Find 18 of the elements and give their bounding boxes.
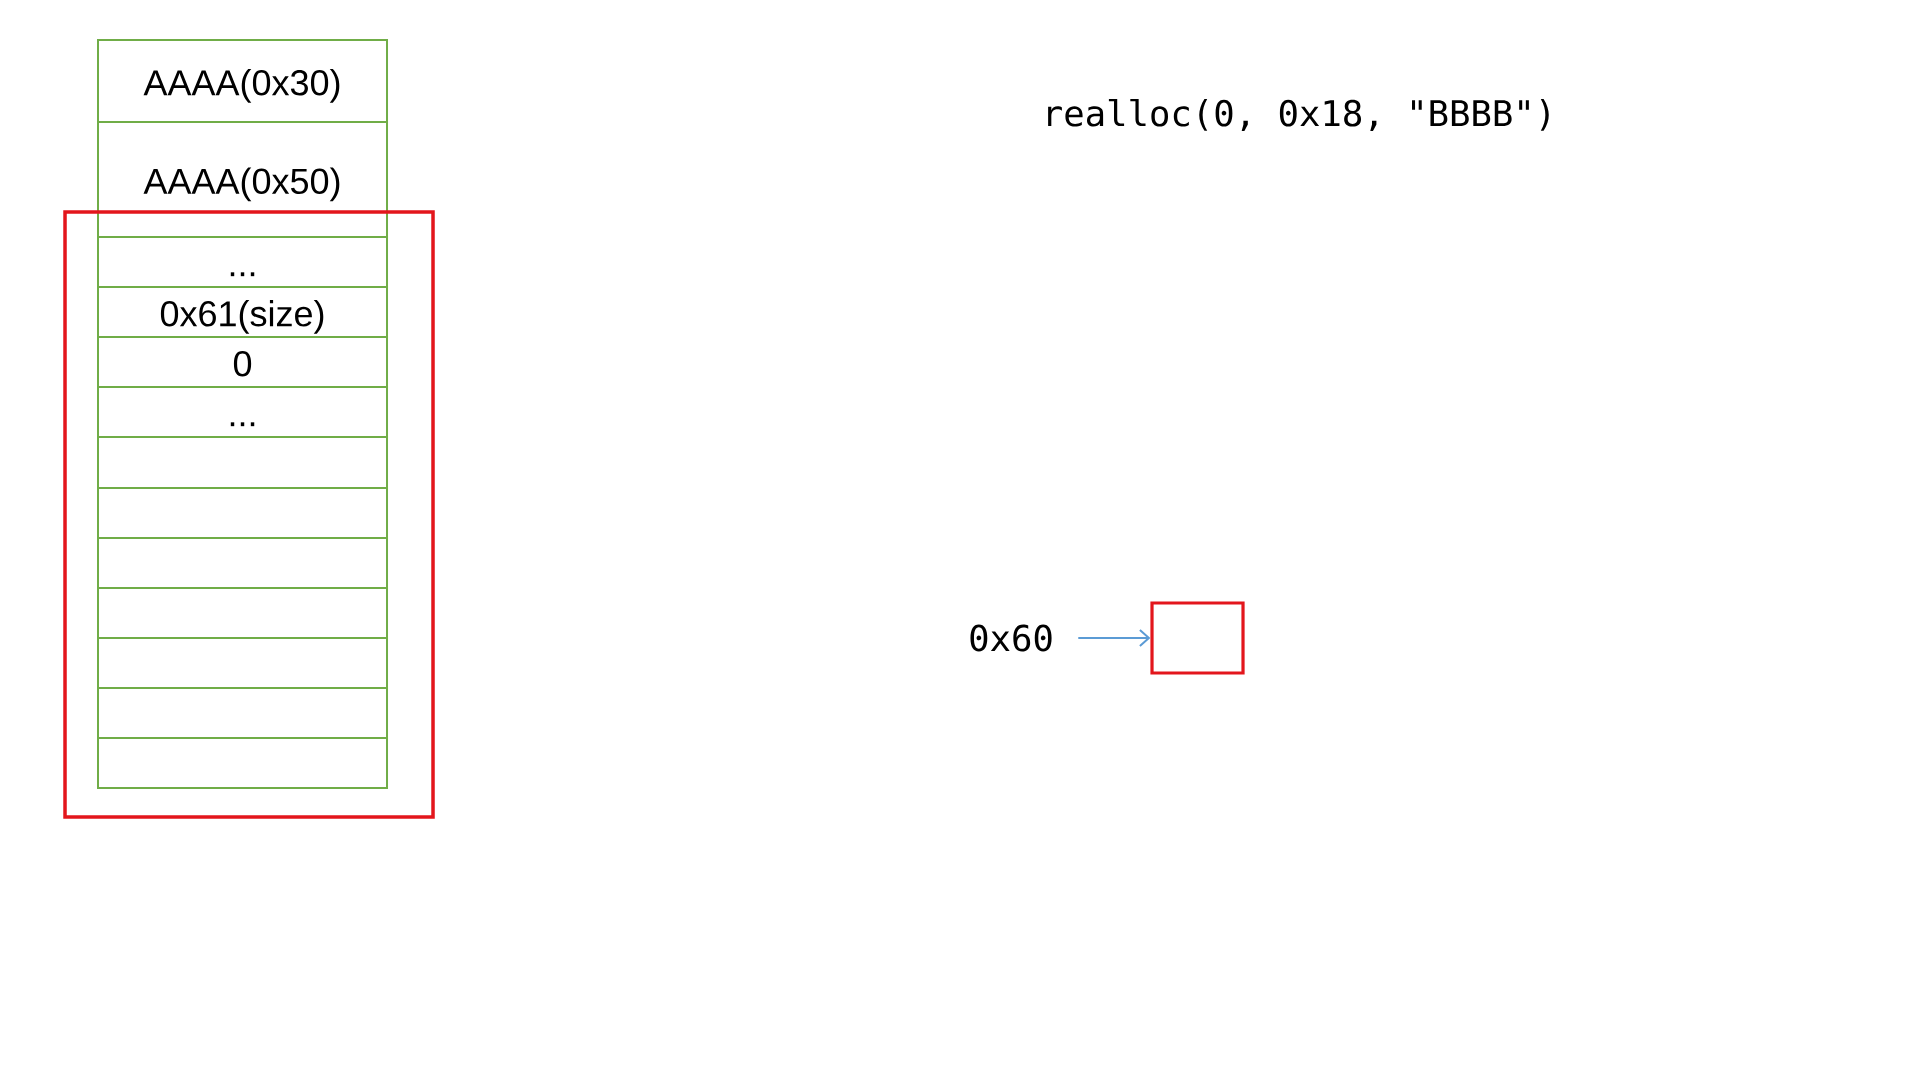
- memory-cell: [97, 587, 388, 639]
- highlight-frame: [63, 210, 435, 819]
- memory-cell: [97, 637, 388, 689]
- chunk-box: [1150, 601, 1245, 675]
- memory-cell: [97, 487, 388, 539]
- arrow: [1077, 629, 1151, 647]
- code-text: realloc(0, 0x18, "BBBB"): [1048, 98, 1549, 132]
- memory-cell: ...: [97, 236, 388, 288]
- memory-cell: [97, 687, 388, 739]
- memory-cell: [97, 537, 388, 589]
- memory-cell: AAAA(0x30): [97, 39, 388, 123]
- size-label: 0x60: [970, 624, 1052, 652]
- memory-cell: [97, 436, 388, 489]
- memory-cell: AAAA(0x50): [97, 121, 388, 238]
- memory-cell: 0x61(size): [97, 286, 388, 338]
- memory-cell: [97, 737, 388, 789]
- memory-cell: ...: [97, 386, 388, 438]
- memory-cell: 0: [97, 336, 388, 388]
